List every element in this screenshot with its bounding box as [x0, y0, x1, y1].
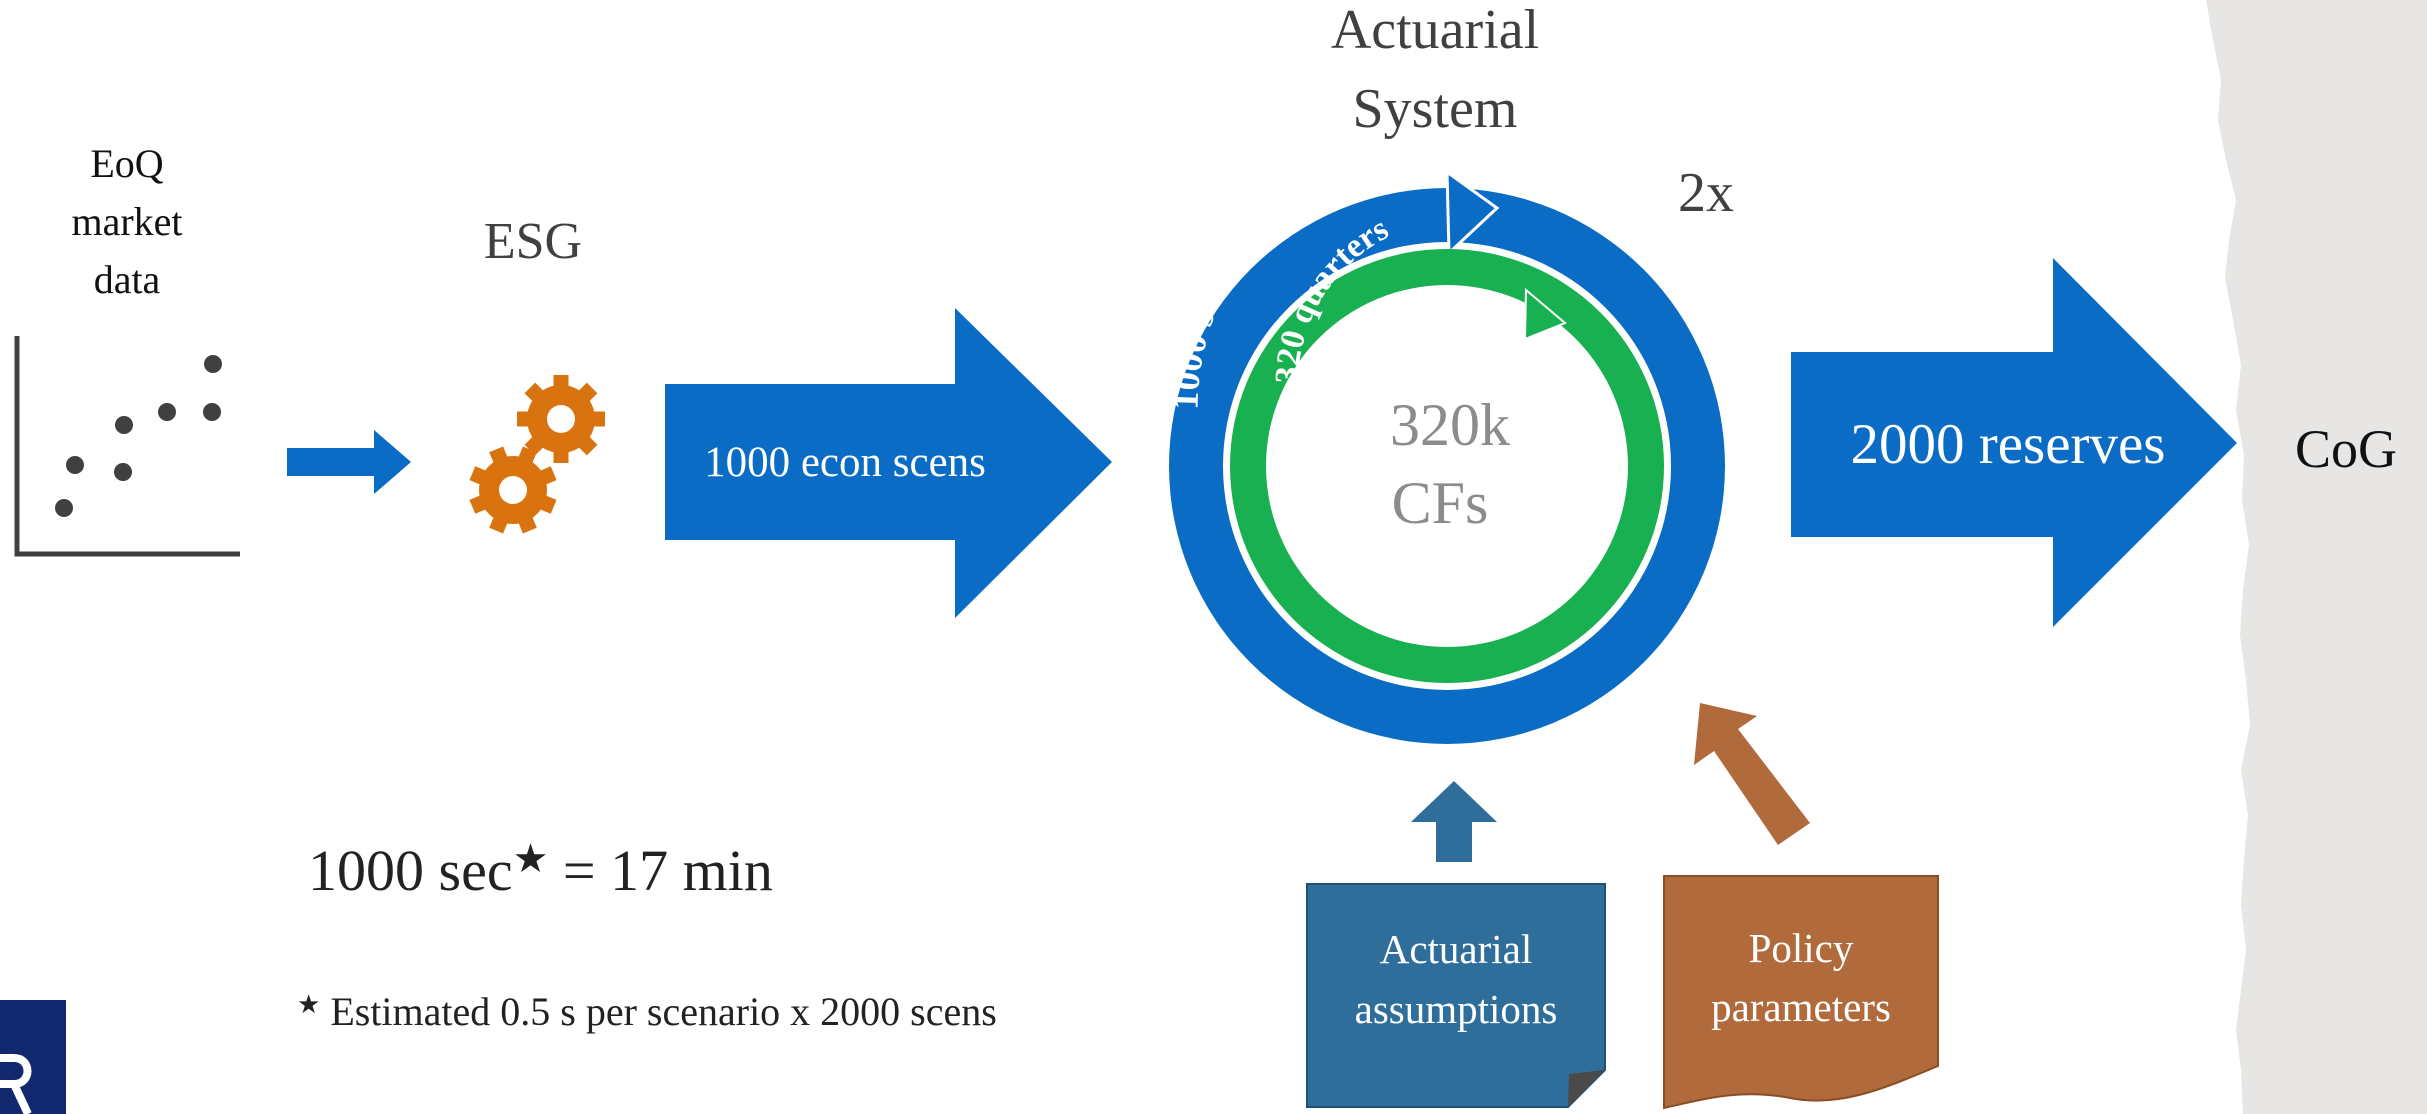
runtime-star: ★ [513, 836, 549, 882]
econ-scens-arrow [665, 308, 1112, 618]
market-data-label-line-2: market [71, 199, 182, 244]
reserves-arrow [1791, 258, 2237, 627]
small-flow-arrow [287, 430, 411, 494]
esg-label: ESG [484, 213, 582, 270]
gears-icon [469, 375, 605, 534]
runtime-footnote: ★ Estimated 0.5 s per scenario x 2000 sc… [297, 989, 997, 1034]
cash-flows-label: CFs [1392, 470, 1489, 536]
actuarial-system-title-line-2: System [1353, 78, 1518, 140]
torn-paper-edge [2206, 0, 2427, 1114]
reserves-label: 2000 reserves [1851, 413, 2166, 476]
market-data-label-line-3: data [94, 257, 161, 302]
policy-label-line-2: parameters [1711, 984, 1891, 1030]
inner-ring-arrowhead [1523, 287, 1567, 341]
policy-parameters-document: Policy parameters [1663, 875, 1939, 1110]
cog-label: CoG [2295, 419, 2397, 479]
scatter-plot-icon [14, 336, 240, 557]
policy-diagonal-arrow [1694, 703, 1810, 845]
runtime-equation: 1000 sec★ = 17 min [308, 836, 773, 903]
market-data-label-line-1: EoQ [90, 141, 163, 186]
assumptions-up-arrow [1411, 781, 1497, 862]
outer-ring-arrowhead [1445, 169, 1500, 257]
actuarial-assumptions-document: Actuarial assumptions [1306, 883, 1606, 1108]
quarter-loop-ring: 320 quarters [1230, 210, 1664, 683]
repeat-count-label: 2x [1678, 162, 1734, 224]
footnote-star: ★ [297, 990, 320, 1020]
logo-icon [0, 1000, 66, 1114]
econ-scens-label: 1000 econ scens [704, 439, 986, 486]
assumptions-label-line-2: assumptions [1355, 986, 1558, 1032]
actuarial-system-title-line-1: Actuarial [1331, 0, 1539, 61]
assumptions-label-line-1: Actuarial [1380, 926, 1533, 972]
policy-label-line-1: Policy [1749, 925, 1854, 971]
cash-flows-count: 320k [1390, 392, 1510, 458]
